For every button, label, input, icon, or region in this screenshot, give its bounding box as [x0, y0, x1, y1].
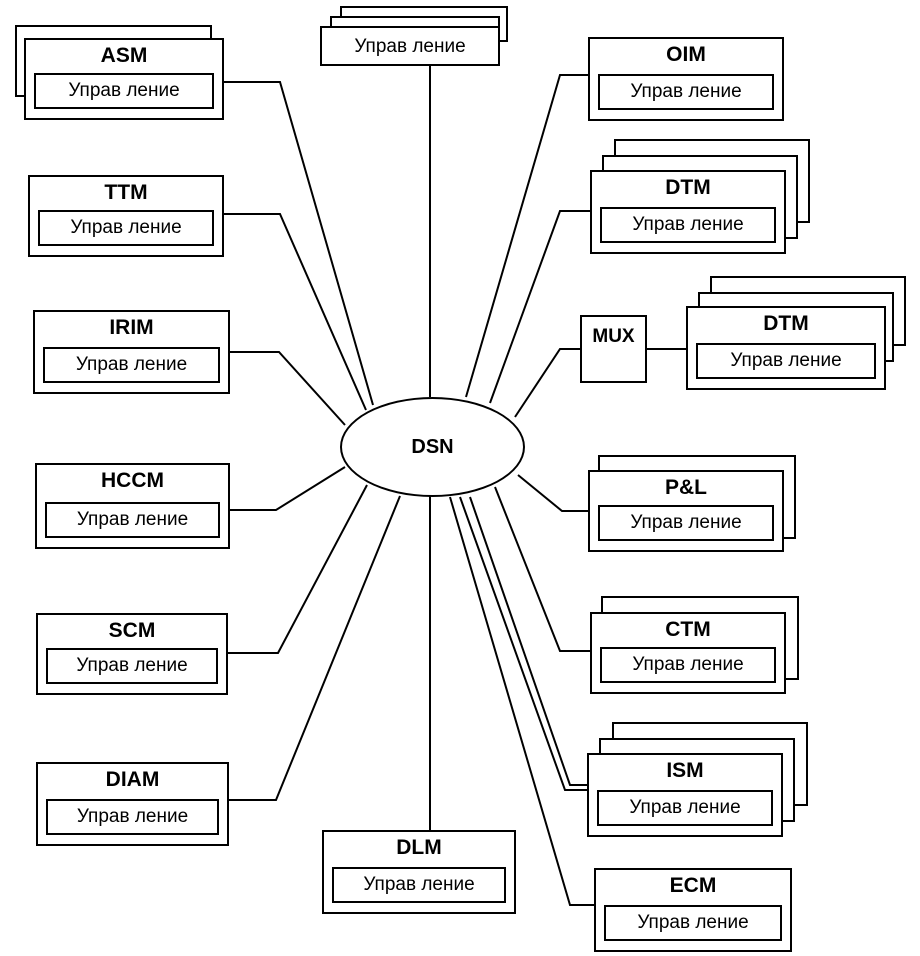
link-hccm — [230, 466, 346, 511]
irim-module: IRIM Управ ление — [33, 310, 230, 394]
control-label: Управ ление — [45, 502, 220, 538]
link-ctm — [494, 486, 590, 652]
link-asm — [224, 81, 374, 406]
ttm-module: TTM Управ ление — [28, 175, 224, 257]
dlm-module: DLM Управ ление — [322, 830, 516, 914]
module-title: SCM — [108, 619, 156, 642]
module-title: ECM — [669, 874, 717, 897]
module-title: DLM — [396, 836, 442, 859]
module-title: DIAM — [105, 768, 160, 791]
asm-module: ASM Управ ление — [24, 38, 224, 120]
module-title: HCCM — [101, 469, 164, 492]
link-pl — [517, 474, 588, 512]
control-label: Управ ление — [43, 347, 220, 383]
top-control-box: Управ ление — [320, 26, 500, 66]
dsn-label: DSN — [411, 435, 454, 458]
module-title: OIM — [666, 43, 706, 66]
module-title: TTM — [104, 181, 148, 204]
module-title: ISM — [666, 759, 704, 782]
control-label: Управ ление — [38, 210, 214, 246]
link-ttm — [224, 213, 367, 411]
link-oim — [465, 74, 588, 398]
control-label: Управ ление — [604, 905, 782, 941]
link-irim — [230, 351, 346, 426]
control-label: Управ ление — [34, 73, 214, 109]
module-title: CTM — [665, 618, 711, 641]
ism-module: ISM Управ ление — [587, 753, 783, 837]
dtm1-module: DTM Управ ление — [590, 170, 786, 254]
diam-module: DIAM Управ ление — [36, 762, 229, 846]
control-label: Управ ление — [598, 505, 774, 541]
mux-box: MUX — [580, 315, 647, 383]
link-ecm — [449, 496, 594, 906]
link-ism-a — [459, 496, 587, 791]
module-title: ASM — [100, 44, 148, 67]
control-label: Управ ление — [696, 343, 876, 379]
link-dtm1 — [489, 210, 590, 404]
mux-label: MUX — [592, 326, 635, 347]
control-label: Управ ление — [597, 790, 773, 826]
link-mux — [514, 348, 580, 418]
control-label: Управ ление — [330, 34, 490, 58]
control-label: Управ ление — [598, 74, 774, 110]
ctm-module: CTM Управ ление — [590, 612, 786, 694]
control-label: Управ ление — [600, 207, 776, 243]
link-ism-b — [469, 496, 587, 786]
oim-module: OIM Управ ление — [588, 37, 784, 121]
control-label: Управ ление — [46, 648, 218, 684]
pl-module: P&L Управ ление — [588, 470, 784, 552]
module-title: DTM — [763, 312, 809, 335]
module-title: IRIM — [109, 316, 154, 339]
scm-module: SCM Управ ление — [36, 613, 228, 695]
module-title: P&L — [665, 476, 707, 499]
dsn-hub: DSN — [340, 397, 525, 497]
module-title: DTM — [665, 176, 711, 199]
link-diam — [229, 495, 401, 801]
control-label: Управ ление — [332, 867, 506, 903]
hccm-module: HCCM Управ ление — [35, 463, 230, 549]
ecm-module: ECM Управ ление — [594, 868, 792, 952]
control-label: Управ ление — [46, 799, 219, 835]
link-scm — [228, 484, 368, 654]
dtm2-module: DTM Управ ление — [686, 306, 886, 390]
control-label: Управ ление — [600, 647, 776, 683]
